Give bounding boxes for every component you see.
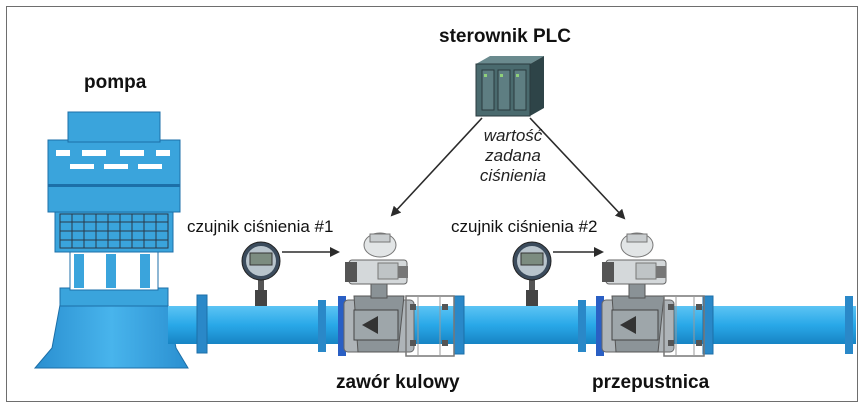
setpoint-line-3: ciśnienia: [479, 166, 547, 185]
setpoint-line-2: zadana: [485, 146, 541, 165]
pump: [33, 111, 189, 369]
throttle-label: przepustnica: [592, 372, 710, 393]
sensor2-label: czujnik ciśnienia #2: [451, 217, 598, 236]
ball-valve-label: zawór kulowy: [336, 372, 460, 393]
throttle-valve: [596, 232, 705, 357]
sensor1-label: czujnik ciśnienia #1: [187, 217, 334, 236]
pressure-gauge-2: [512, 241, 552, 306]
pump-label: pompa: [84, 72, 147, 93]
plc-controller: [475, 56, 544, 117]
pressure-gauge-1: [241, 241, 281, 306]
setpoint-label: wartość zadana ciśnienia: [468, 126, 558, 186]
signal-arrows: [282, 117, 626, 257]
setpoint-line-1: wartość: [483, 126, 543, 145]
plc-label: sterownik PLC: [439, 26, 571, 47]
plc-to-throttle-arrow: [529, 117, 626, 220]
pipeline: [168, 294, 856, 355]
diagram-frame: [6, 6, 858, 402]
ball-valve: [338, 232, 455, 357]
plc-to-ball-valve-arrow: [390, 117, 483, 217]
